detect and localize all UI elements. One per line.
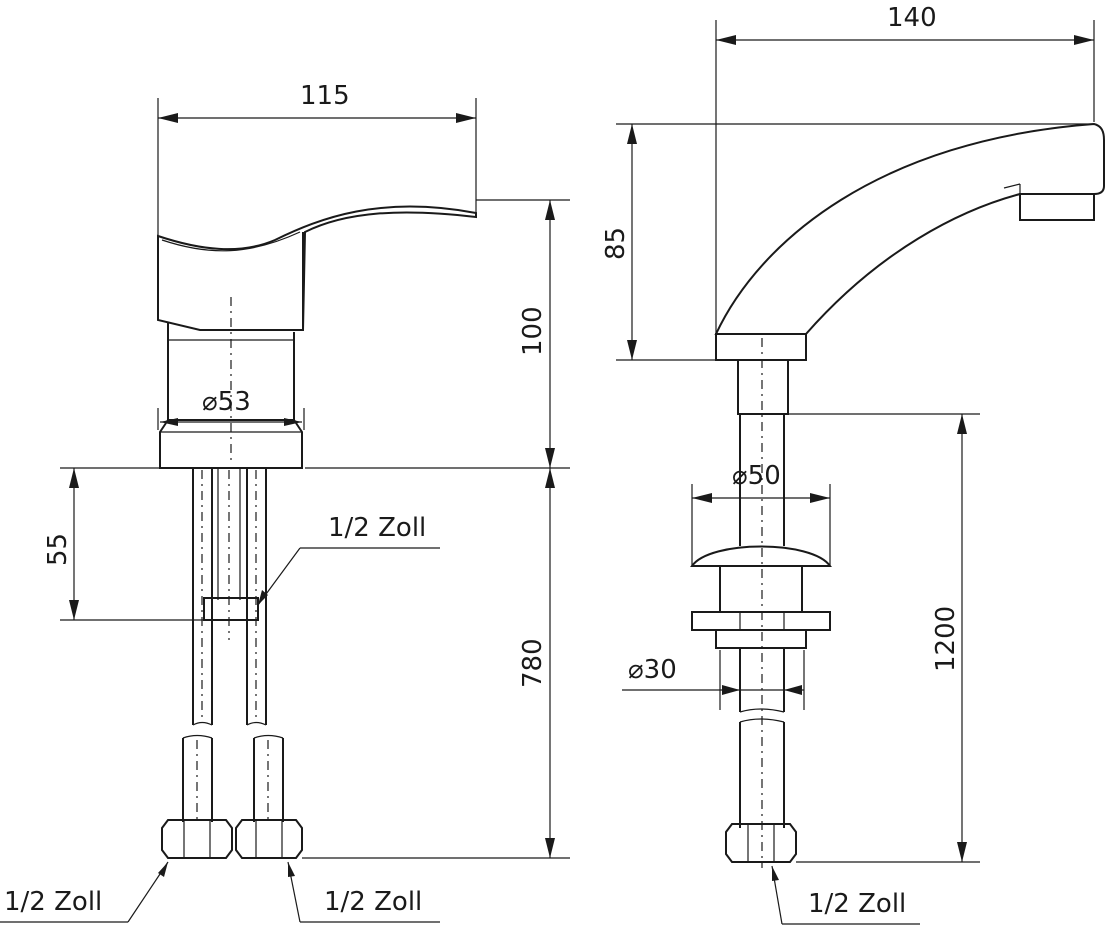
dim-100-label: 100: [518, 306, 548, 356]
spout-view: 140 85 ⌀50: [601, 3, 1105, 925]
dim-140-label: 140: [887, 3, 937, 33]
mixer-view: 115 ⌀53 100: [0, 81, 570, 923]
label-thread-mid: 1/2 Zoll: [328, 513, 426, 543]
mixer-lever: [157, 205, 477, 331]
dim-phi50-label: ⌀50: [732, 461, 781, 491]
dim-85-label: 85: [601, 227, 631, 260]
dim-780-label: 780: [518, 638, 548, 688]
hex-nut-left: [161, 819, 233, 859]
label-thread-left: 1/2 Zoll: [4, 887, 102, 917]
spout-body: [714, 122, 1105, 335]
dim-55-label: 55: [43, 533, 73, 566]
dim-1200-label: 1200: [931, 606, 961, 672]
label-thread-right: 1/2 Zoll: [324, 887, 422, 917]
supply-hoses: [182, 468, 284, 822]
label-thread-spout: 1/2 Zoll: [808, 889, 906, 919]
hex-nut-spout: [725, 823, 797, 863]
dim-phi30-label: ⌀30: [628, 655, 677, 685]
dim-phi53-label: ⌀53: [202, 387, 251, 417]
hex-nut-right: [235, 819, 303, 859]
dim-115-label: 115: [300, 81, 350, 111]
